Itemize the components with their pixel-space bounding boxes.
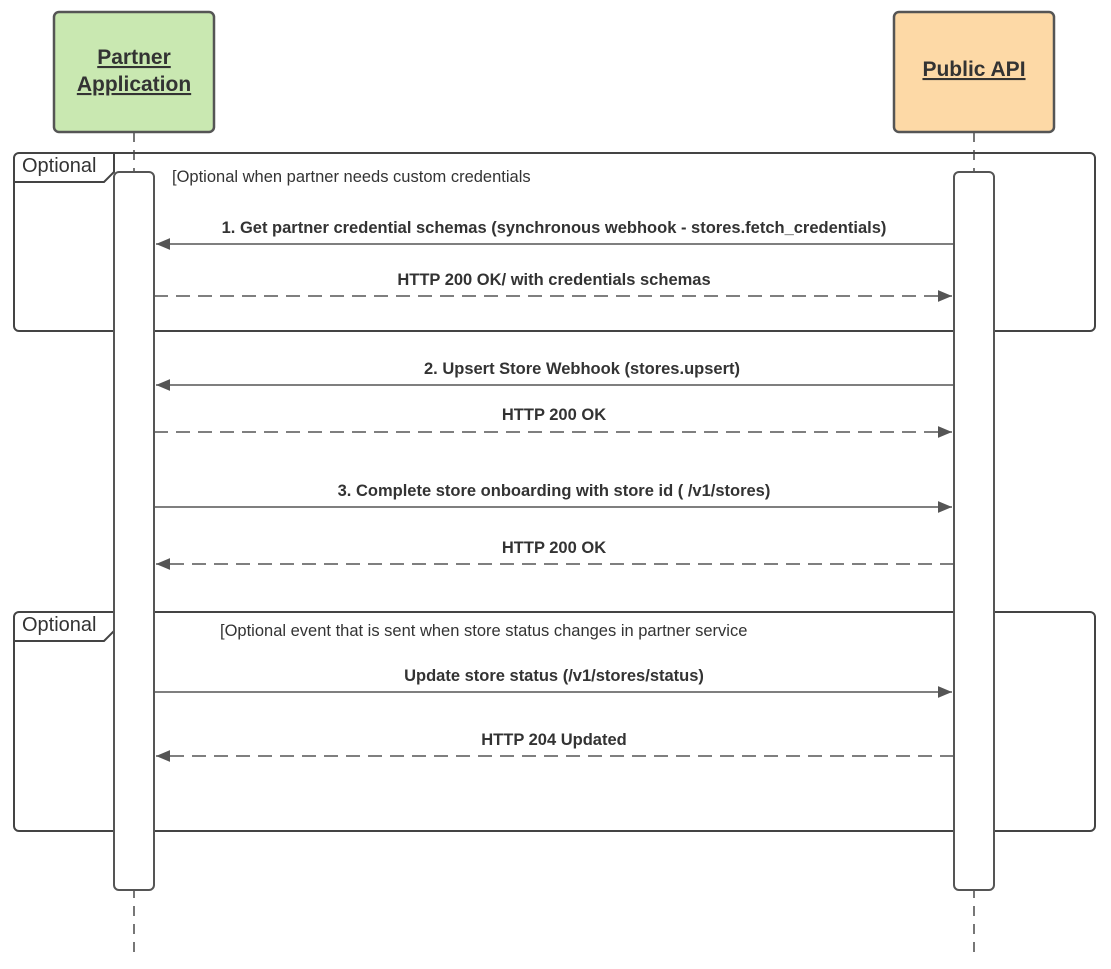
message-label: HTTP 200 OK [502,406,606,424]
actor-label: Public API [922,58,1025,81]
frame-guard: [Optional event that is sent when store … [220,622,747,640]
activation-bar-partner [113,171,155,891]
message-label: 3. Complete store onboarding with store … [338,482,771,500]
actor-partner: Partner Application [52,10,216,134]
message-label: HTTP 204 Updated [481,731,626,749]
actor-label: Partner [97,46,171,69]
actor-api: Public API [892,10,1056,134]
frame-tab [14,153,115,183]
optional-frame-1: Optional [Optional when partner needs cu… [13,152,1096,332]
message-1: 1. Get partner credential schemas (synch… [156,219,954,250]
message-label: 1. Get partner credential schemas (synch… [222,219,887,237]
message-5: 3. Complete store onboarding with store … [154,482,952,513]
frame-title: Optional [22,155,97,177]
message-4: HTTP 200 OK [154,406,952,438]
optional-frame-2: Optional [Optional event that is sent wh… [13,611,1096,832]
message-label: 2. Upsert Store Webhook (stores.upsert) [424,360,740,378]
message-3: 2. Upsert Store Webhook (stores.upsert) [156,360,954,391]
message-label: Update store status (/v1/stores/status) [404,667,704,685]
frame-guard: [Optional when partner needs custom cred… [172,168,531,186]
message-6: HTTP 200 OK [156,539,954,570]
activation-bar-api [953,171,995,891]
message-7: Update store status (/v1/stores/status) [154,667,952,698]
message-2: HTTP 200 OK/ with credentials schemas [154,271,952,302]
message-label: HTTP 200 OK/ with credentials schemas [397,271,710,289]
actor-label: Application [77,73,191,96]
message-label: HTTP 200 OK [502,539,606,557]
actor-box [52,10,216,134]
message-8: HTTP 204 Updated [156,731,954,762]
frame-title: Optional [22,614,97,636]
actor-box [892,10,1056,134]
